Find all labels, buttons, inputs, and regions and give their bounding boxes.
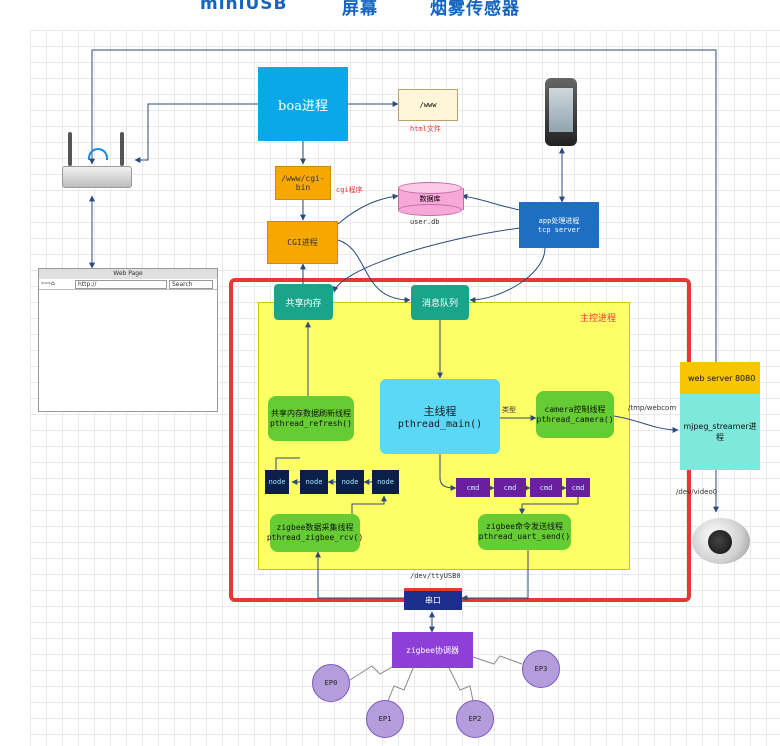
mjpeg-streamer-box: mjpeg_streamer进程 [680, 394, 760, 470]
message-queue-label: 消息队列 [421, 299, 458, 309]
main-thread-label: 主线程 [423, 405, 457, 418]
dev-video-label: /dev/video0 [676, 488, 718, 496]
zigbee-coordinator-box: zigbee协调器 [392, 632, 473, 668]
database-cylinder: 数据库 [398, 182, 464, 216]
top-label-smoke-sensor: 烟雾传感器 [430, 0, 520, 19]
node-label: node [268, 478, 286, 486]
www-folder-label: /www [419, 101, 437, 109]
zigbee-send-thread-label: zigbee命令发送线程 [486, 522, 563, 531]
refresh-thread-box: 共享内存数据刷新线程 pthread_refresh() [268, 396, 354, 441]
tty-device-label: /dev/ttyUSB0 [410, 572, 461, 580]
web-page-url-field: http:// [75, 280, 167, 289]
node-label: node [377, 478, 394, 486]
shared-memory-label: 共享内存 [285, 298, 322, 309]
message-queue-box: 消息队列 [411, 285, 469, 320]
www-folder-box: /www [398, 89, 458, 121]
zigbee-send-thread-function: pthread_uart_send() [478, 532, 571, 541]
camera-thread-function: pthread_camera() [536, 414, 614, 424]
cmd-block-4: cmd [566, 478, 590, 497]
mobile-phone-icon [545, 78, 577, 146]
endpoint-ep3: EP3 [522, 650, 560, 688]
web-page-search-field: Search [169, 280, 213, 289]
node-block-2: node [300, 470, 328, 494]
top-label-miniusb: miniUSB [200, 0, 288, 14]
node-label: node [305, 478, 323, 486]
cgi-bin-label: /www/cgi-bin [281, 174, 325, 192]
camera-thread-label: camera控制线程 [544, 404, 606, 414]
cgi-process-box: CGI进程 [267, 221, 338, 264]
zigbee-coordinator-label: zigbee协调器 [406, 645, 459, 655]
node-label: node [341, 478, 359, 486]
camera-icon [690, 514, 752, 568]
node-block-4: node [372, 470, 399, 494]
html-files-label: html文件 [410, 125, 441, 133]
cgi-bin-box: /www/cgi-bin [275, 166, 331, 200]
endpoint-ep3-label: EP3 [534, 665, 548, 673]
boa-process-box: boa进程 [258, 67, 348, 141]
node-block-3: node [336, 470, 364, 494]
serial-port-label: 串口 [425, 596, 441, 605]
type-label: 类型 [502, 406, 516, 414]
endpoint-ep1: EP1 [366, 700, 404, 738]
tcp-server-label: tcp server [537, 226, 581, 234]
cmd-label: cmd [571, 483, 585, 492]
user-db-label: user.db [410, 218, 440, 226]
database-label: 数据库 [419, 195, 441, 203]
zigbee-rcv-thread-function: pthread_zigbee_rcv() [266, 533, 364, 542]
cmd-block-1: cmd [456, 478, 490, 497]
cmd-label: cmd [539, 483, 553, 492]
endpoint-ep0-label: EP0 [324, 679, 338, 687]
node-block-1: node [265, 470, 289, 494]
zigbee-send-thread-box: zigbee命令发送线程 pthread_uart_send() [478, 514, 571, 550]
web-page-mockup: Web Page ⇦⇨⌂ http:// Search [38, 268, 218, 412]
endpoint-ep2-label: EP2 [468, 715, 482, 723]
top-label-row: miniUSB 屏幕 烟雾传感器 [0, 0, 780, 20]
cgi-process-label: CGI进程 [287, 238, 318, 247]
cmd-label: cmd [466, 483, 480, 492]
top-label-screen: 屏幕 [342, 0, 378, 19]
endpoint-ep2: EP2 [456, 700, 494, 738]
camera-thread-box: camera控制线程 pthread_camera() [536, 391, 614, 438]
refresh-thread-label: 共享内存数据刷新线程 [271, 408, 351, 418]
cmd-block-2: cmd [494, 478, 526, 497]
cgi-program-label: cgi程序 [336, 186, 363, 194]
wifi-router-icon [58, 130, 134, 192]
cmd-label: cmd [503, 483, 517, 492]
web-server-box: web server 8080 [680, 362, 760, 394]
mjpeg-streamer-label: mjpeg_streamer进程 [683, 422, 757, 442]
app-process-box: app处理进程 tcp server [519, 202, 599, 248]
shared-memory-box: 共享内存 [274, 284, 333, 320]
refresh-thread-function: pthread_refresh() [270, 418, 352, 428]
zigbee-rcv-thread-box: zigbee数据采集线程 pthread_zigbee_rcv() [266, 514, 364, 552]
tmp-webcom-label: /tmp/webcom [628, 404, 677, 412]
nav-arrows-icon: ⇦⇨⌂ [41, 280, 55, 287]
web-server-label: web server 8080 [688, 373, 756, 383]
app-process-label: app处理进程 [538, 217, 580, 225]
main-thread-box: 主线程 pthread_main() [380, 379, 500, 454]
serial-port-box: 串口 [404, 588, 462, 610]
endpoint-ep0: EP0 [312, 664, 350, 702]
endpoint-ep1-label: EP1 [378, 715, 392, 723]
web-page-title: Web Page [39, 269, 217, 279]
cmd-block-3: cmd [530, 478, 562, 497]
boa-process-label: boa进程 [278, 98, 328, 114]
zigbee-rcv-thread-label: zigbee数据采集线程 [276, 523, 354, 532]
main-thread-function: pthread_main() [397, 419, 483, 430]
